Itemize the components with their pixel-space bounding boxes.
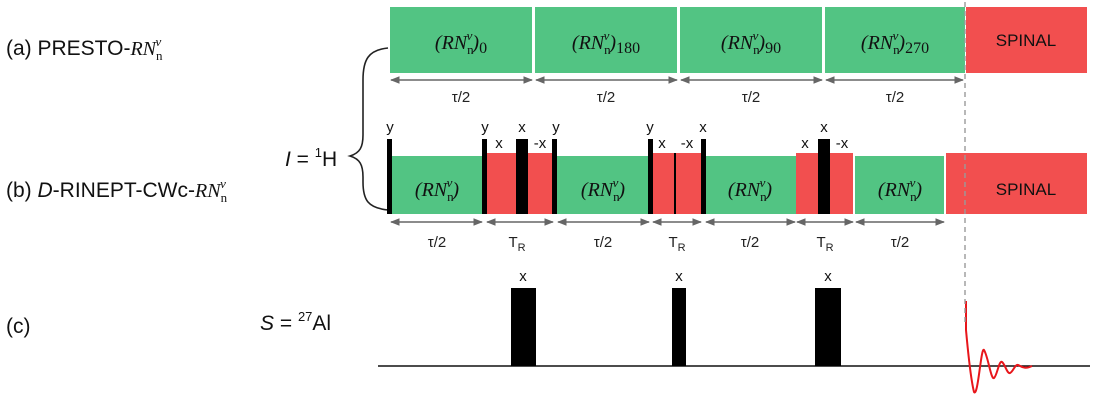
presto-block-90 [680,7,822,73]
presto-block-0 [390,7,532,73]
phase-label: x [519,268,527,285]
rinept-spinal-label: SPINAL [996,180,1056,199]
label-a: (a) PRESTO-RNnν [6,34,163,63]
rinept-pi2-pulse [552,139,557,214]
channel-brace [347,47,389,211]
presto-spinal-block [966,7,1087,73]
presto-block-180 [535,7,677,73]
presto-duration-label: τ/2 [742,89,760,106]
presto-block-label-0: (RNnν)0 [435,28,487,57]
rinept-cw-block-2 [652,153,702,214]
phase-label: y [552,119,560,136]
rinept-spinal-block [946,153,1087,214]
rinept-sequence: (RNnν) (RNnν) (RNnν) (RNnν) SPINAL y y x… [386,119,1087,254]
rinept-rn-label: (RNnν) [728,175,773,204]
presto-sequence: (RNnν)0 (RNnν)180 (RNnν)90 (RNnν)270 SPI… [390,7,1087,106]
presto-block-label-180: (RNnν)180 [572,28,640,57]
rinept-rn-label: (RNnν) [581,175,626,204]
rinept-pi2-pulse [482,139,487,214]
rinept-duration-label: τ/2 [891,234,909,251]
presto-duration-label: τ/2 [597,89,615,106]
phase-label: x [495,135,503,152]
rinept-pi-pulse [516,139,528,214]
rinept-pi2-pulse [387,139,392,214]
al-channel: x x x [378,268,1090,394]
rinept-rn-block-4 [855,156,944,214]
rinept-pi2-pulse [648,139,653,214]
rinept-duration-label: τ/2 [741,234,759,251]
fid-signal [965,301,1033,394]
label-b: (b) D-RINEPT-CWc-RNnν [6,176,228,205]
presto-spinal-label: SPINAL [996,31,1056,50]
rinept-duration-label: TR [668,234,685,254]
rinept-duration-label: τ/2 [594,234,612,251]
rinept-duration-label: TR [508,234,525,254]
phase-label: x [518,119,526,136]
phase-label: x [801,135,809,152]
phase-label: x [824,268,832,285]
rinept-rn-block-3 [704,156,796,214]
rinept-rn-label: (RNnν) [878,175,923,204]
al-pi-pulse [511,288,536,366]
rinept-pi-pulse [818,139,830,214]
rinept-rn-block-2 [557,156,650,214]
phase-label: -x [534,135,547,152]
rinept-rn-block-1 [390,156,485,214]
phase-label: -x [836,135,849,152]
phase-label: y [481,119,489,136]
presto-duration-label: τ/2 [886,89,904,106]
presto-duration-label: τ/2 [452,89,470,106]
phase-label: x [658,135,666,152]
al-pi-pulse [815,288,841,366]
rinept-pi2-pulse [701,139,706,214]
phase-label: x [699,119,707,136]
al-pi-pulse [672,288,686,366]
rinept-duration-label: τ/2 [428,234,446,251]
rinept-duration-label: TR [816,234,833,254]
label-S-channel: S = 27Al [260,309,331,335]
presto-block-270 [825,7,965,73]
phase-label: -x [681,135,694,152]
label-I-channel: I = 1H [285,145,337,171]
label-c: (c) [6,315,31,338]
phase-label: y [386,119,394,136]
presto-block-label-90: (RNnν)90 [721,28,781,57]
rinept-phase-split [674,153,676,214]
phase-label: x [820,119,828,136]
presto-block-label-270: (RNnν)270 [861,28,929,57]
phase-label: y [646,119,654,136]
rinept-rn-label: (RNnν) [415,175,460,204]
phase-label: x [675,268,683,285]
